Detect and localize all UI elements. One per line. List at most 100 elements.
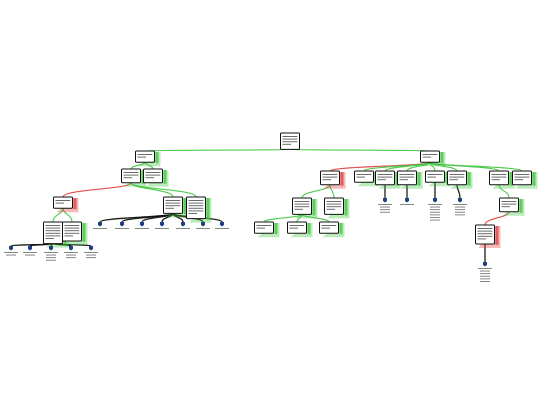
node-b7b[interactable] (475, 224, 501, 248)
node-b1b[interactable] (324, 197, 350, 219)
node-b1-box (320, 170, 340, 186)
node-l2[interactable] (23, 246, 37, 256)
leaf-l1-text-line (6, 254, 16, 256)
leaf-n4-text-line (455, 214, 465, 216)
edge-b6-n4 (456, 184, 461, 199)
node-m1[interactable] (93, 222, 107, 229)
leaf-n3-text-line (430, 209, 440, 211)
node-l3[interactable] (44, 246, 58, 261)
node-b4-strip (417, 172, 421, 186)
node-a1x[interactable] (53, 196, 79, 213)
node-b1a-text-line (294, 208, 304, 210)
node-b1a[interactable] (292, 197, 318, 219)
node-r[interactable] (280, 132, 300, 150)
edge-b-b4 (406, 161, 431, 172)
node-g2-text-line (64, 227, 80, 229)
leaf-l3-text-line (46, 257, 56, 259)
node-b4-text-line (399, 176, 415, 178)
node-b8[interactable] (512, 170, 538, 189)
leaf-n3-icon (433, 198, 437, 203)
node-r-text-line (282, 138, 298, 140)
node-b1a-text-line (294, 206, 310, 208)
edge-b7a-b7b (484, 211, 510, 226)
node-n2[interactable] (400, 198, 414, 205)
edge-b1a-c2 (296, 214, 303, 223)
node-g2-strip (82, 223, 86, 242)
leaf-l5-text-line (84, 252, 98, 253)
node-b8-text-line (514, 174, 530, 175)
node-n5[interactable] (478, 262, 492, 282)
leaf-n4-text-line (455, 209, 465, 211)
node-a1[interactable] (121, 168, 147, 187)
node-b7[interactable] (489, 170, 515, 189)
node-a1x-strip (73, 198, 77, 210)
edge-b7-b7a (498, 184, 510, 199)
leaf-n4-text-line (455, 211, 465, 213)
leaf-l3-text-line (46, 259, 56, 261)
node-g2[interactable] (62, 221, 88, 245)
node-a1y[interactable] (163, 196, 189, 218)
nodes-layer (4, 132, 538, 282)
node-b1-strip (340, 172, 344, 186)
node-l1[interactable] (4, 246, 18, 256)
node-g1-text-line (45, 238, 55, 239)
node-c2[interactable] (287, 221, 313, 238)
node-b7b-text-line (477, 233, 493, 235)
node-a1z-text-line (188, 207, 204, 209)
node-c3[interactable] (319, 221, 345, 238)
node-b1b-text-line (326, 201, 342, 202)
node-a1y-text-line (165, 202, 181, 204)
node-m3[interactable] (135, 222, 149, 229)
node-a2[interactable] (143, 168, 169, 187)
node-b6[interactable] (447, 170, 473, 189)
node-b5-text-line (427, 176, 437, 178)
node-g2-text-line (64, 232, 80, 234)
node-g1-text-line (45, 227, 61, 229)
leaf-m5-text-line (176, 228, 190, 229)
node-b6-strip (467, 172, 471, 186)
leaf-m3-text-line (135, 228, 149, 229)
node-b7a-text-line (501, 201, 517, 202)
leaf-l4-text-line (64, 252, 78, 253)
node-m4[interactable] (155, 222, 169, 229)
node-a[interactable] (135, 150, 161, 167)
node-b7a[interactable] (499, 197, 525, 216)
node-b1-text-line (322, 179, 332, 181)
node-b3-text-line (377, 179, 387, 181)
node-c2-text-line (289, 225, 305, 226)
node-a1-text-line (123, 174, 139, 176)
node-a1z-text-line (188, 200, 204, 201)
node-b5[interactable] (425, 170, 451, 187)
node-l5[interactable] (84, 246, 98, 259)
leaf-m2-text-line (115, 228, 129, 229)
leaf-l4-icon (69, 246, 73, 251)
node-a1y-text-line (165, 200, 181, 201)
leaf-n1-text-line (380, 211, 390, 213)
node-a1z[interactable] (186, 196, 212, 223)
node-a1-text-line (123, 177, 133, 179)
node-b6-text-line (449, 179, 459, 181)
node-m5[interactable] (176, 222, 190, 229)
node-b4[interactable] (397, 170, 423, 189)
node-m6[interactable] (196, 222, 210, 229)
node-b1a-strip (312, 199, 316, 216)
node-c1[interactable] (254, 221, 280, 238)
node-n3[interactable] (428, 198, 442, 221)
node-b1[interactable] (320, 170, 346, 189)
node-n1[interactable] (378, 198, 392, 213)
node-l4[interactable] (64, 246, 78, 259)
leaf-n5-text-line (478, 268, 492, 269)
node-a1z-text-line (188, 210, 204, 212)
node-b7-text-line (491, 174, 507, 175)
node-b1a-text-line (294, 203, 310, 205)
edge-a1-a1x (62, 182, 132, 198)
edge-b1-b1b (329, 184, 335, 199)
node-m2[interactable] (115, 222, 129, 229)
node-c2-strip (307, 223, 311, 235)
node-a2-strip (163, 170, 167, 184)
node-n4[interactable] (453, 198, 467, 216)
node-b7b-text-line (477, 228, 493, 229)
node-b[interactable] (420, 150, 446, 167)
leaf-n4-text-line (453, 204, 467, 205)
node-m7[interactable] (215, 222, 229, 229)
